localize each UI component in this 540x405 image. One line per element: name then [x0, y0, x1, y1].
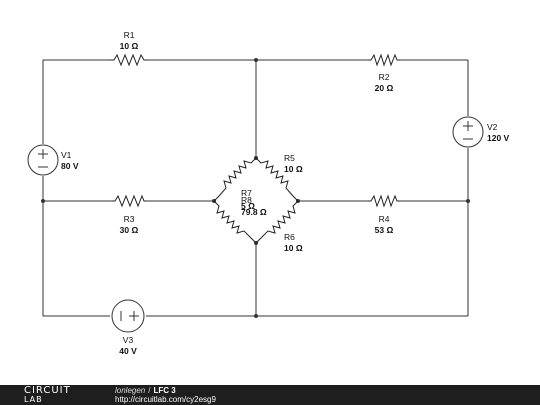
label-r3-name: R3 — [124, 214, 135, 224]
circuit-url-link[interactable]: http://circuitlab.com/cy2esg9 — [115, 395, 216, 404]
label-r7-value: 79.8 Ω — [241, 207, 267, 217]
label-r4-value: 53 Ω — [375, 225, 394, 235]
label-r1-name: R1 — [124, 30, 135, 40]
label-r1-value: 10 Ω — [120, 41, 139, 51]
label-r5-value: 10 Ω — [284, 164, 303, 174]
label-v2-value: 120 V — [487, 133, 510, 143]
credit-separator: / — [148, 386, 151, 395]
voltage-source-v1[interactable] — [27, 144, 59, 176]
resistor-r4[interactable] — [368, 194, 400, 208]
label-r8-value: 5 Ω — [241, 201, 255, 211]
junction-left — [41, 199, 45, 203]
label-v1-name: V1 — [61, 150, 72, 160]
label-r7-name: R7 — [241, 188, 252, 198]
junction-right — [466, 199, 470, 203]
label-r4-name: R4 — [379, 214, 390, 224]
resistor-r6[interactable] — [255, 200, 299, 244]
resistor-r7[interactable] — [213, 157, 257, 202]
voltage-source-v2[interactable] — [452, 116, 484, 148]
label-v1-value: 80 V — [61, 161, 79, 171]
label-r3-value: 30 Ω — [120, 225, 139, 235]
resistor-r5[interactable] — [255, 157, 299, 202]
wires — [42, 59, 469, 317]
circuit-title[interactable]: LFC 3 — [153, 386, 176, 395]
voltage-source-v3[interactable] — [111, 299, 145, 333]
circuit-schematic: R1 10 Ω R2 20 Ω R3 30 Ω R4 53 Ω R5 10 Ω … — [27, 30, 510, 356]
label-r6-value: 10 Ω — [284, 243, 303, 253]
resistor-r2[interactable] — [368, 53, 400, 67]
label-r8-name: R8 — [241, 195, 252, 205]
label-v2-name: V2 — [487, 122, 498, 132]
label-r5-name: R5 — [284, 153, 295, 163]
author-name[interactable]: lonlegen — [115, 386, 146, 395]
logo-text-circuit: CIRCUIT — [24, 385, 71, 396]
credit-line: lonlegen/LFC 3 — [115, 386, 176, 395]
junction-bottom — [254, 314, 258, 318]
circuitlab-logo[interactable]: CIRCUIT LAB — [24, 385, 94, 405]
label-v3-name: V3 — [123, 335, 134, 345]
resistor-r8[interactable] — [213, 200, 257, 244]
resistor-r1[interactable] — [110, 53, 148, 67]
footer-bar: CIRCUIT LAB lonlegen/LFC 3 http://circui… — [0, 385, 540, 405]
label-r2-value: 20 Ω — [375, 83, 394, 93]
logo-text-lab: LAB — [24, 395, 43, 404]
label-r2-name: R2 — [379, 72, 390, 82]
junction-top — [254, 58, 258, 62]
resistor-r3[interactable] — [112, 194, 146, 208]
label-v3-value: 40 V — [119, 346, 137, 356]
label-r6-name: R6 — [284, 232, 295, 242]
